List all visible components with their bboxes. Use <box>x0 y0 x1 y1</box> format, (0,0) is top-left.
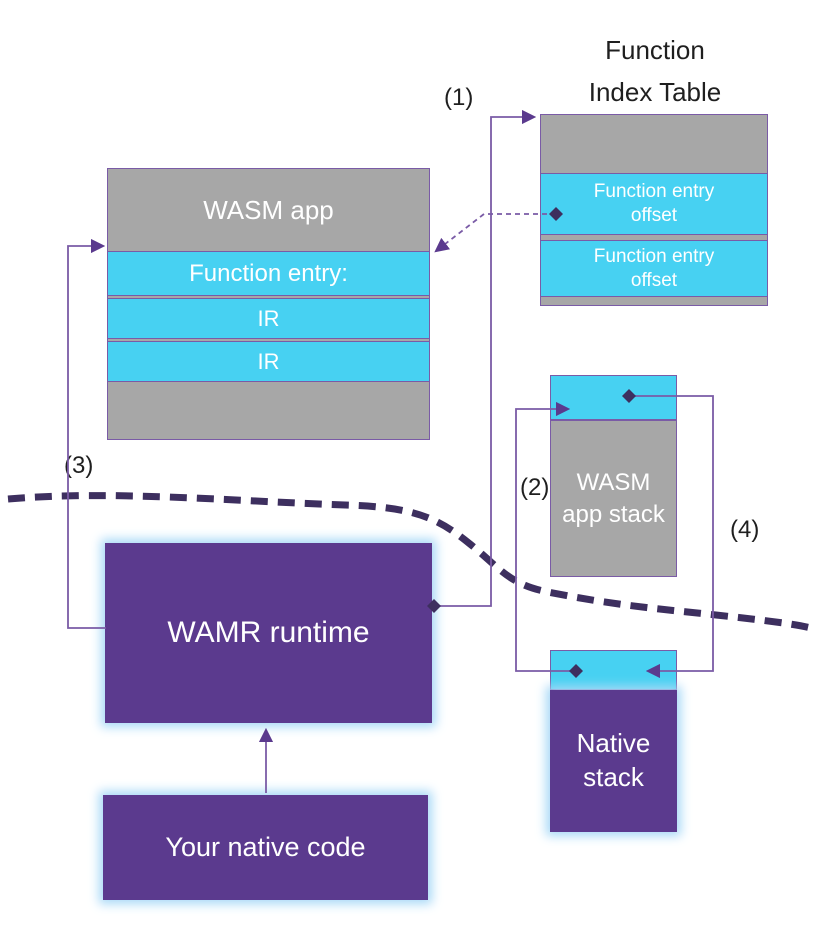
connector-step3-runtime-to-wasm-app <box>67 238 106 629</box>
function-index-table-empty-top <box>541 115 767 173</box>
function-entry-row: Function entry: <box>108 251 429 296</box>
wasm-app-box: WASM app Function entry: IR IR <box>107 168 430 440</box>
connector-offset-to-function-entry <box>434 213 556 253</box>
native-stack: Native stack <box>550 690 677 832</box>
wasm-app-stack: WASM app stack <box>550 420 677 577</box>
wasm-app-empty-bottom <box>108 382 429 439</box>
wasm-app-stack-pointer-bar <box>550 375 677 420</box>
your-native-code-box: Your native code <box>103 795 428 900</box>
step-1-label: (1) <box>444 84 474 111</box>
connector-step1-runtime-to-index-table <box>434 109 537 607</box>
native-stack-pointer-bar <box>550 650 677 690</box>
ir-row-2: IR <box>108 341 429 382</box>
step-2-label: (2) <box>520 474 550 501</box>
function-entry-offset-row-2: Function entry offset <box>541 240 767 297</box>
step-3-label: (3) <box>64 452 94 479</box>
function-index-table-title: Function Index Table <box>588 35 722 107</box>
ir-row-1: IR <box>108 298 429 339</box>
function-index-table-separator <box>541 235 767 240</box>
wasm-app-title: WASM app <box>108 169 429 251</box>
function-index-table-empty-bottom <box>541 297 767 305</box>
wasm-app-separator-2 <box>108 339 429 341</box>
function-entry-offset-row-1: Function entry offset <box>541 173 767 235</box>
function-index-table: Function entry offset Function entry off… <box>540 114 768 306</box>
wamr-runtime-box: WAMR runtime <box>105 543 432 723</box>
wasm-app-separator-1 <box>108 296 429 298</box>
step-4-label: (4) <box>730 516 760 543</box>
